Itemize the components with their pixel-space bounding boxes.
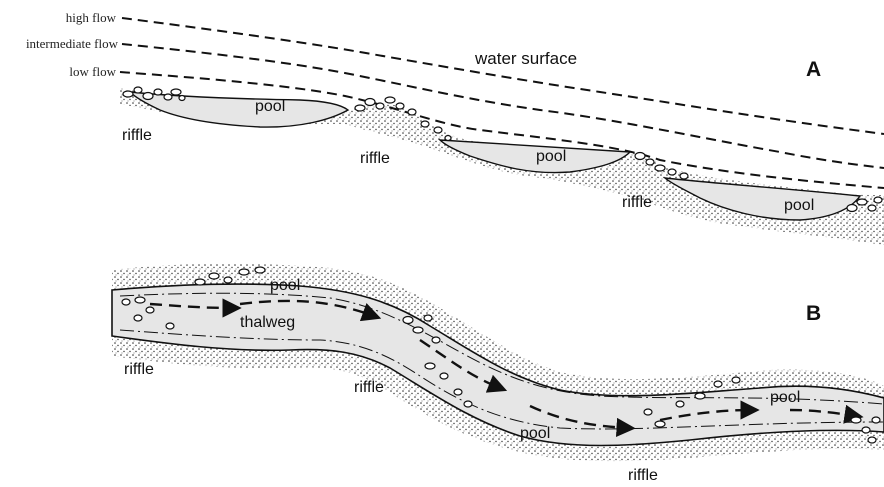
pool-label-b2: pool: [520, 425, 550, 442]
riffle-label-a3: riffle: [622, 194, 652, 211]
panel-a-letter: A: [806, 58, 821, 81]
riffle-label-a2: riffle: [360, 150, 390, 167]
pool-label-a2: pool: [536, 148, 566, 165]
panel-a: high flow intermediate flow low flow wat…: [26, 10, 884, 245]
pool-label-a1: pool: [255, 98, 285, 115]
panel-b-letter: B: [806, 302, 821, 325]
pool-label-b3: pool: [770, 389, 800, 406]
low-flow-label: low flow: [69, 64, 116, 79]
pool-water-1: [130, 92, 348, 127]
riffle-label-a1: riffle: [122, 127, 152, 144]
riffle-label-b2: riffle: [354, 379, 384, 396]
panel-b: B thalweg pool pool pool riffle riffle r…: [112, 264, 884, 484]
riffle-label-b1: riffle: [124, 361, 154, 378]
riffle-label-b3: riffle: [628, 467, 658, 484]
thalweg-label: thalweg: [240, 314, 295, 331]
water-surface-label: water surface: [474, 49, 577, 68]
pool-label-b1: pool: [270, 277, 300, 294]
high-flow-label: high flow: [66, 10, 117, 25]
pool-label-a3: pool: [784, 197, 814, 214]
intermediate-flow-label: intermediate flow: [26, 36, 119, 51]
